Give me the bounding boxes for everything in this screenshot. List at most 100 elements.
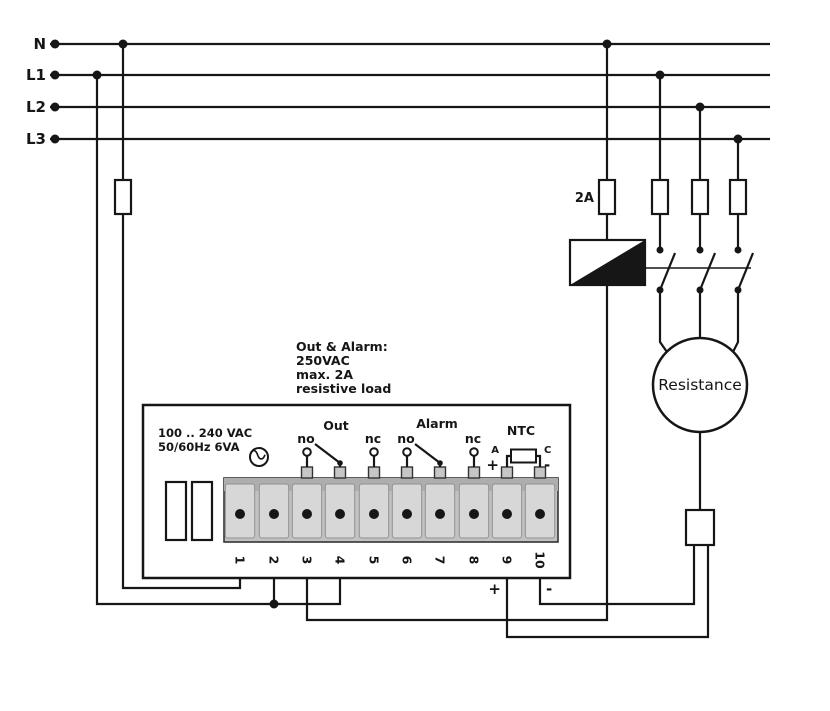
out-nc-label: nc (365, 431, 381, 446)
sensor-minus-label: - (546, 580, 552, 598)
rail-l2-label: L2 (26, 98, 46, 116)
ntc-probe (684, 508, 716, 547)
resistance-label: Resistance (658, 376, 742, 394)
alarm-label: Alarm (416, 416, 458, 431)
terminal-number: 10 (533, 551, 548, 569)
relay-no-contact (302, 447, 312, 457)
terminal-screw (235, 509, 245, 519)
terminal-tab (400, 466, 414, 479)
phase-wire (658, 75, 668, 353)
phase-branch-l3 (728, 134, 755, 353)
terminal-number: 9 (500, 556, 515, 565)
ntc-resistor (510, 448, 537, 464)
rail-l2-start-dot (50, 102, 60, 112)
terminal-numbers: 1 2 3 4 5 6 7 8 9 10 (233, 551, 548, 569)
phase-fuse (690, 178, 710, 216)
supply-rating-line-1: 100 .. 240 VAC (158, 426, 252, 440)
relay-no-contact (402, 447, 412, 457)
contact-blade (698, 252, 717, 291)
terminal-screw (435, 509, 445, 519)
supply-rating-line-2: 50/60Hz 6VA (158, 440, 240, 454)
supply-input-slot (164, 480, 188, 542)
terminal-tab (500, 466, 514, 479)
phase-supply-wire (95, 75, 342, 606)
phase-fuse (650, 178, 670, 216)
terminal-number: 8 (467, 556, 482, 565)
terminal-number: 6 (400, 556, 415, 565)
rating-note: Out & Alarm: 250VAC max. 2A resistive lo… (296, 339, 391, 396)
ntc-label: NTC (507, 423, 535, 438)
terminal-number: 4 (333, 556, 348, 565)
ac-symbol-icon (249, 447, 269, 467)
junction-dot (269, 599, 279, 609)
phase-branch-l2 (690, 102, 717, 338)
terminal-tab (333, 466, 347, 479)
contactor-coil-fill (570, 240, 645, 285)
terminal-screw (502, 509, 512, 519)
relay-wiper (314, 443, 341, 464)
coil-fuse (597, 178, 617, 216)
ntc-c-label: C (544, 445, 551, 456)
terminal-block (223, 466, 559, 543)
terminal-number: 1 (233, 556, 248, 565)
terminal-number: 2 (267, 556, 282, 565)
rail-l1-start-dot (50, 70, 60, 80)
terminal-screw (335, 509, 345, 519)
power-rails: N L1 L2 L3 (26, 35, 770, 148)
ntc-stub (536, 454, 542, 467)
note-line-1: Out & Alarm: (296, 339, 388, 354)
load-and-sensor: Resistance (505, 336, 749, 639)
sensor-polarity: + - (488, 580, 552, 598)
contact-dot (696, 246, 704, 254)
terminal-screw (402, 509, 412, 519)
terminal-tab (367, 466, 381, 479)
rail-n-label: N (33, 35, 46, 53)
ntc-wire-terminal9 (505, 545, 710, 639)
relay-nc-contact (369, 447, 379, 457)
terminal-number: 7 (433, 556, 448, 565)
contact-dot (734, 246, 742, 254)
relay-wiper (414, 443, 441, 464)
terminal-screw (469, 509, 479, 519)
ntc-plus-label: + (486, 456, 499, 474)
terminal-screw (369, 509, 379, 519)
ntc-wire-terminal10 (538, 545, 696, 606)
phase-branch-l1 (650, 70, 677, 353)
junction-dot (92, 70, 102, 80)
ntc-a-label: A (491, 445, 499, 456)
ac-wave (249, 449, 266, 460)
rail-n-start-dot (50, 39, 60, 49)
contact-dot (656, 246, 664, 254)
ntc-stub (505, 454, 511, 467)
ntc-input-symbol: NTC A + C - (486, 423, 551, 474)
rail-l3-label: L3 (26, 130, 46, 148)
rail-l3-start-dot (50, 134, 60, 144)
terminal-number: 5 (367, 556, 382, 565)
out-label: Out (323, 418, 349, 433)
rail-l1-label: L1 (26, 66, 46, 84)
out-relay-symbol: no Out nc (297, 418, 381, 467)
supply-fuse (113, 178, 133, 216)
out-no-label: no (297, 431, 315, 446)
phase-fuse (728, 178, 748, 216)
sensor-plus-label: + (488, 580, 501, 598)
alarm-relay-symbol: no Alarm nc (397, 416, 481, 467)
terminal-number: 3 (300, 556, 315, 565)
terminal-tab (467, 466, 481, 479)
contact-blade (658, 252, 677, 291)
junction-dot (602, 39, 612, 49)
junction-dot (118, 39, 128, 49)
ntc-minus-label: - (544, 456, 550, 474)
alarm-nc-label: nc (465, 431, 481, 446)
terminal-screw (302, 509, 312, 519)
relay-nc-contact (469, 447, 479, 457)
coil-return-wire (305, 285, 609, 622)
neutral-supply-wire (121, 44, 242, 590)
note-line-2: 250VAC (296, 353, 350, 368)
coil-fuse-label: 2A (575, 191, 594, 206)
phase-wire (732, 139, 740, 353)
phase-branches (645, 70, 755, 353)
terminal-tab (300, 466, 314, 479)
